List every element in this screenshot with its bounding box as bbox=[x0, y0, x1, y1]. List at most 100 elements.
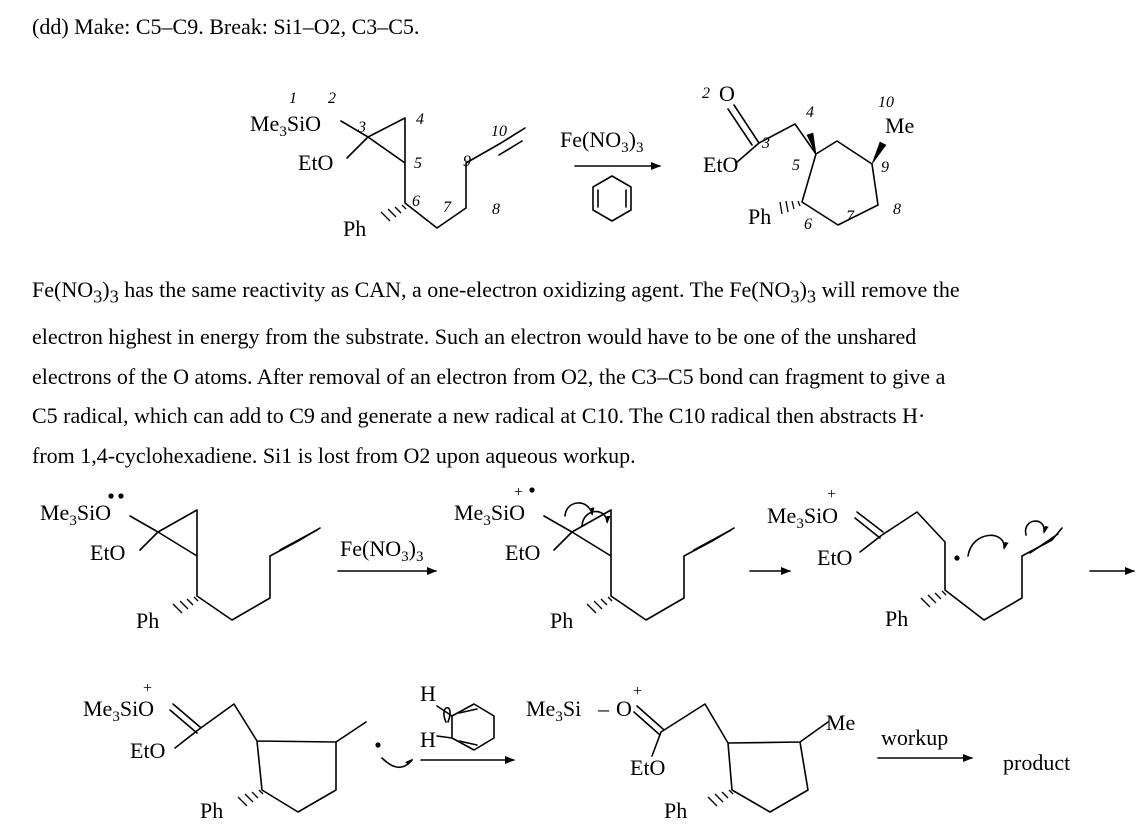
cyclohexadiene-ring bbox=[451, 703, 495, 751]
hydrogen-label: H bbox=[420, 727, 436, 752]
mechanism-step-2-radical-cation: + Me3SiO EtO Ph bbox=[454, 484, 735, 633]
phenyl-label-product: Ph bbox=[748, 204, 771, 229]
explanation-line-5: from 1,4-cyclohexadiene. Si1 is lost fro… bbox=[32, 442, 636, 468]
reaction-arrow-top: Fe(NO3)3 bbox=[560, 127, 661, 222]
atom-number-c3: 3 bbox=[357, 119, 366, 136]
trimethylsilyloxy-label: Me3SiO bbox=[40, 500, 111, 529]
atom-number-si: 1 bbox=[289, 90, 297, 107]
ethoxy-label: EtO bbox=[630, 755, 665, 780]
starting-material-top: 1 2 Me3SiO 3 4 EtO 5 9 10 6 7 8 Ph bbox=[250, 90, 526, 241]
explanation-line-1: Fe(NO3)3 has the same reactivity as CAN,… bbox=[32, 277, 960, 307]
alkene-double-bond bbox=[279, 529, 318, 551]
ethoxy-label: EtO bbox=[298, 150, 333, 175]
methyl-label: Me bbox=[826, 710, 855, 735]
methyl-label-product: Me bbox=[885, 113, 914, 138]
ethoxy-label: EtO bbox=[90, 540, 125, 565]
plus-charge: + bbox=[827, 486, 836, 503]
mechanism-step-4-cyclized-radical: + Me3SiO EtO Ph bbox=[83, 680, 414, 823]
mechanism-step-5-oxonium: + Me3Si – O EtO Me Ph bbox=[526, 683, 855, 823]
phenyl-label: Ph bbox=[550, 608, 573, 633]
lone-pair-dot bbox=[118, 493, 124, 499]
alkene-double-bond bbox=[693, 529, 732, 551]
carbonyl-oxygen-label: O bbox=[719, 81, 735, 106]
trimethylsilyloxy-label: Me3SiO bbox=[767, 503, 838, 532]
atom-number-c6-product: 6 bbox=[804, 216, 812, 233]
cyclohexadiene-h-donor: H H bbox=[420, 681, 495, 752]
atom-number-o-product: 2 bbox=[702, 85, 710, 102]
radical-dot bbox=[375, 742, 381, 748]
product-skeleton bbox=[727, 104, 879, 226]
atom-number-c9: 9 bbox=[463, 153, 471, 170]
explanation-line-3: electrons of the O atoms. After removal … bbox=[32, 363, 946, 389]
hashed-bond-phenyl bbox=[380, 204, 407, 222]
phenyl-label: Ph bbox=[136, 608, 159, 633]
bond-skeleton bbox=[169, 703, 367, 813]
plus-charge: + bbox=[143, 680, 152, 697]
atom-number-c8: 8 bbox=[492, 201, 500, 218]
silicon-oxygen-bond: – bbox=[597, 696, 610, 721]
oxonium-oxygen-label: O bbox=[616, 696, 632, 721]
fishhook-arrow bbox=[564, 502, 595, 517]
workup-label: workup bbox=[881, 725, 948, 750]
cyclohexadiene-icon bbox=[592, 175, 632, 222]
bond-skeleton bbox=[854, 511, 1063, 621]
mechanism-step-1-substrate: Me3SiO EtO Ph bbox=[40, 493, 321, 633]
reaction-arrow-step-1: Fe(NO3)3 bbox=[337, 536, 437, 575]
wedge-bond-chain bbox=[806, 132, 817, 155]
atom-number-c10: 10 bbox=[491, 123, 507, 140]
bond-skeleton bbox=[543, 509, 735, 621]
fishhook-arrow bbox=[967, 534, 1009, 557]
radical-dot bbox=[529, 487, 535, 493]
hashed-bond-phenyl-product bbox=[779, 200, 801, 215]
phenyl-label: Ph bbox=[343, 216, 366, 241]
fishhook-arrow bbox=[1024, 520, 1049, 536]
bond-skeleton bbox=[340, 117, 526, 229]
atom-number-c5: 5 bbox=[414, 155, 422, 172]
ethoxy-label: EtO bbox=[505, 540, 540, 565]
ethoxy-label: EtO bbox=[130, 738, 165, 763]
product-top: 2 O 3 4 EtO 5 10 Me 9 8 7 6 Ph bbox=[702, 81, 914, 233]
atom-number-c3-product: 3 bbox=[761, 135, 770, 152]
fishhook-arrow bbox=[443, 706, 451, 723]
plus-charge: + bbox=[514, 484, 523, 501]
fishhook-arrow bbox=[581, 510, 611, 527]
atom-number-c8-product: 8 bbox=[893, 201, 901, 218]
ring-double-bond bbox=[458, 708, 478, 714]
hashed-bond-phenyl bbox=[707, 789, 734, 807]
fishhook-arrow bbox=[381, 757, 414, 769]
trimethylsilyloxy-label: Me3SiO bbox=[454, 500, 525, 529]
alkene-double-bond bbox=[498, 140, 523, 156]
atom-number-c7: 7 bbox=[443, 199, 452, 216]
wedge-bond-methyl bbox=[871, 141, 887, 165]
product-label: product bbox=[1003, 750, 1070, 775]
phenyl-label: Ph bbox=[885, 606, 908, 631]
workup-arrow: workup bbox=[877, 725, 973, 762]
ethoxy-label: EtO bbox=[817, 545, 852, 570]
hashed-bond-phenyl bbox=[586, 596, 613, 614]
mechanism-step-3-distonic: + Me3SiO EtO Ph bbox=[767, 486, 1063, 631]
phenyl-label: Ph bbox=[200, 798, 223, 823]
reagent-label: Fe(NO3)3 bbox=[340, 536, 423, 565]
ethoxy-label-product: EtO bbox=[703, 152, 738, 177]
trimethylsilyl-label: Me3Si bbox=[526, 696, 581, 725]
trimethylsilyloxy-label: Me3SiO bbox=[83, 696, 154, 725]
atom-number-c10-product: 10 bbox=[878, 94, 894, 111]
explanation-line-2: electron highest in energy from the subs… bbox=[32, 323, 917, 349]
alkene-double-bond bbox=[1029, 533, 1059, 554]
explanation-paragraph: Fe(NO3)3 has the same reactivity as CAN,… bbox=[32, 270, 1142, 475]
hydrogen-label: H bbox=[420, 681, 436, 706]
atom-number-o: 2 bbox=[328, 90, 336, 107]
bond-skeleton bbox=[129, 509, 321, 621]
reagent-label: Fe(NO3)3 bbox=[560, 127, 643, 156]
trimethylsilyloxy-label: Me3SiO bbox=[250, 111, 321, 140]
atom-number-c4: 4 bbox=[416, 111, 424, 128]
bond-skeleton bbox=[633, 703, 829, 813]
atom-number-c5-product: 5 bbox=[792, 157, 800, 174]
atom-number-c9-product: 9 bbox=[881, 159, 889, 176]
hashed-bond-phenyl bbox=[920, 590, 947, 608]
hashed-bond-phenyl bbox=[237, 789, 264, 807]
explanation-line-4: C5 radical, which can add to C9 and gene… bbox=[32, 403, 926, 429]
ring-double-bond bbox=[458, 740, 478, 746]
lone-pair-dot bbox=[108, 493, 114, 499]
